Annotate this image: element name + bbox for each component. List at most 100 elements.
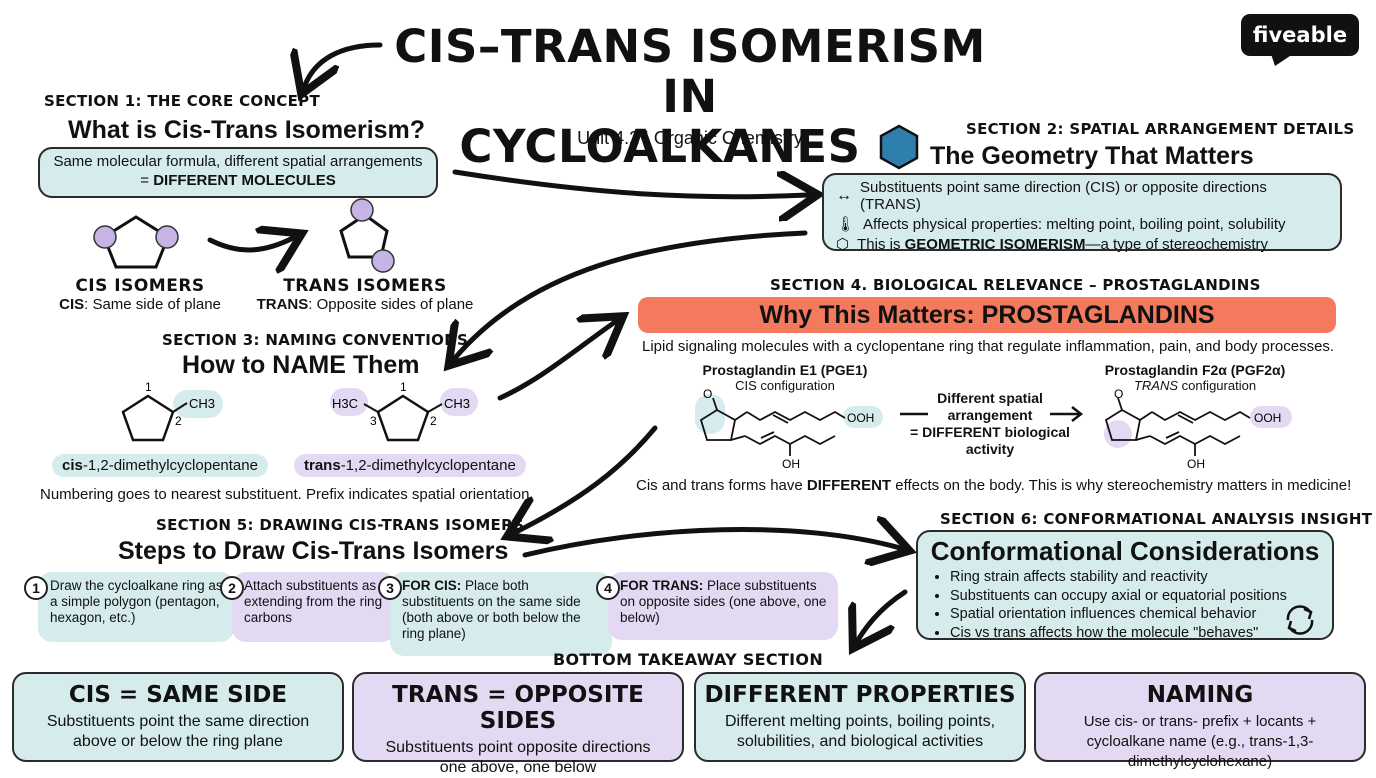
cis-isomers-desc: CIS: Same side of plane bbox=[59, 296, 221, 313]
pge1-header: Prostaglandin E1 (PGE1) CIS configuratio… bbox=[690, 362, 880, 393]
section2-box: ↔Substituents point same direction (CIS)… bbox=[822, 173, 1342, 254]
section2-item-3: ⬡This is GEOMETRIC ISOMERISM—a type of s… bbox=[836, 235, 1269, 254]
main-title-line2: CYCLOALKANES bbox=[380, 122, 1000, 172]
cis-name-pill: cis-1,2-dimethylcyclopentane bbox=[52, 454, 268, 477]
arrow-section1-to-section2 bbox=[452, 172, 808, 197]
step-4-text: FOR TRANS: Place substituents on opposit… bbox=[620, 578, 827, 625]
takeaway-card-text: Different melting points, boiling points… bbox=[724, 713, 996, 750]
step-1: Draw the cycloalkane ring as a simple po… bbox=[38, 572, 234, 642]
trans-dimethyl-structure: H3C CH3 1 2 3 bbox=[330, 380, 478, 442]
step-3-text: FOR CIS: Place both substituents on the … bbox=[402, 578, 581, 641]
main-subtitle: Unit 4.2 | Organic Chemistry bbox=[577, 128, 803, 148]
arrow-title-to-section1 bbox=[305, 42, 383, 85]
pge1-name: Prostaglandin E1 (PGE1) bbox=[702, 362, 868, 378]
logo-tail-icon bbox=[1271, 54, 1293, 66]
section6-bullet: Substituents can occupy axial or equator… bbox=[950, 587, 1320, 606]
pgf-config: TRANS configuration bbox=[1133, 378, 1257, 393]
arrow-section4-to-section5 bbox=[516, 425, 658, 532]
pge1-structure: O OOH OH bbox=[695, 387, 883, 471]
svg-text:OOH: OOH bbox=[847, 411, 874, 425]
section6-bullet: Cis vs trans affects how the molecule "b… bbox=[950, 624, 1320, 643]
pge1-config: CIS configuration bbox=[735, 378, 835, 393]
section3-label: SECTION 3: NAMING CONVENTIONS bbox=[162, 331, 469, 349]
pg-comparison-arrows bbox=[900, 406, 1084, 422]
section2-title: The Geometry That Matters bbox=[930, 142, 1254, 170]
section3-note: Numbering goes to nearest substituent. P… bbox=[40, 486, 534, 503]
cis-dimethyl-structure: CH3 1 2 bbox=[121, 380, 223, 442]
takeaway-card-naming: NAMING Use cis- or trans- prefix + locan… bbox=[1034, 672, 1366, 770]
double-arrow-icon: ↔ bbox=[836, 187, 852, 204]
takeaway-card-text: Substituents point opposite directions o… bbox=[385, 739, 651, 776]
step-1-number: 1 bbox=[24, 576, 48, 600]
section6-box: Conformational Considerations Ring strai… bbox=[916, 530, 1334, 642]
cis-isomers-heading: CIS ISOMERS bbox=[75, 276, 205, 296]
svg-text:CH3: CH3 bbox=[444, 396, 470, 411]
step-2-number: 2 bbox=[220, 576, 244, 600]
takeaway-card-trans: TRANS = OPPOSITE SIDES Substituents poin… bbox=[352, 672, 684, 776]
svg-text:OOH: OOH bbox=[1254, 411, 1281, 425]
pgf-structure: O OOH OH bbox=[1104, 387, 1292, 471]
definition-line1: Same molecular formula, different spatia… bbox=[53, 153, 423, 170]
section4-label: SECTION 4. BIOLOGICAL RELEVANCE – PROSTA… bbox=[770, 276, 1261, 294]
arrow-section5-to-section6 bbox=[522, 530, 900, 555]
main-title: CIS–TRANS ISOMERISM IN CYCLOALKANES bbox=[380, 22, 1000, 172]
svg-text:O: O bbox=[1114, 387, 1123, 401]
fiveable-logo-text: fiveable bbox=[1252, 23, 1348, 47]
step-3-number: 3 bbox=[378, 576, 402, 600]
trans-isomers-heading: TRANS ISOMERS bbox=[283, 276, 447, 296]
thermometer-icon: 🌡 bbox=[836, 216, 856, 233]
arrow-section3-to-section4 bbox=[497, 322, 615, 401]
trans-isomers-block: TRANS ISOMERS TRANS: Opposite sides of p… bbox=[250, 276, 480, 313]
cube-icon: ⬡ bbox=[836, 236, 850, 253]
bottom-label: BOTTOM TAKEAWAY SECTION bbox=[552, 650, 824, 669]
cis-pentagon-diagram bbox=[93, 215, 179, 269]
section5-title: Steps to Draw Cis-Trans Isomers bbox=[118, 537, 509, 565]
svg-text:1: 1 bbox=[400, 380, 407, 394]
takeaway-card-properties: DIFFERENT PROPERTIES Different melting p… bbox=[694, 672, 1026, 762]
section6-title: Conformational Considerations bbox=[930, 536, 1320, 566]
takeaway-card-title: TRANS = OPPOSITE SIDES bbox=[392, 682, 644, 734]
section5-label: SECTION 5: DRAWING CIS-TRANS ISOMERS bbox=[156, 516, 525, 534]
definition-line2: = DIFFERENT MOLECULES bbox=[140, 172, 336, 189]
trans-isomers-desc: TRANS: Opposite sides of plane bbox=[256, 296, 474, 313]
fiveable-logo[interactable]: fiveable bbox=[1241, 14, 1359, 66]
refresh-cycle-icon bbox=[1286, 605, 1314, 635]
svg-text:2: 2 bbox=[175, 414, 182, 428]
step-4-number: 4 bbox=[596, 576, 620, 600]
trans-pentagon-diagram bbox=[339, 198, 395, 273]
svg-text:OH: OH bbox=[1187, 457, 1205, 471]
cis-isomers-block: CIS ISOMERS CIS: Same side of plane bbox=[40, 276, 240, 313]
section6-bullet: Spatial orientation influences chemical … bbox=[950, 605, 1320, 624]
arrow-cis-to-trans bbox=[207, 238, 293, 250]
svg-text:O: O bbox=[703, 387, 712, 401]
section1-definition-box: Same molecular formula, different spatia… bbox=[38, 147, 438, 198]
step-2: Attach substituents as i extending from … bbox=[232, 572, 396, 642]
takeaway-card-text: Use cis- or trans- prefix + locants + cy… bbox=[1083, 713, 1317, 770]
svg-text:H3C: H3C bbox=[332, 396, 358, 411]
section4-footer: Cis and trans forms have DIFFERENT effec… bbox=[636, 477, 1352, 494]
svg-text:3: 3 bbox=[370, 414, 377, 428]
trans-name-pill: trans-1,2-dimethylcyclopentane bbox=[294, 454, 526, 477]
section6-bullet: Ring strain affects stability and reacti… bbox=[950, 568, 1320, 587]
step-4: FOR TRANS: Place substituents on opposit… bbox=[608, 572, 838, 640]
section6-label: SECTION 6: CONFORMATIONAL ANALYSIS INSIG… bbox=[940, 510, 1373, 528]
arrow-section2-to-section3 bbox=[455, 230, 808, 358]
section6-bullets: Ring strain affects stability and reacti… bbox=[930, 568, 1320, 642]
pgf-header: Prostaglandin F2α (PGF2α) TRANS configur… bbox=[1090, 362, 1300, 393]
hexagon-icon bbox=[879, 124, 918, 170]
main-title-line1: CIS–TRANS ISOMERISM IN bbox=[394, 20, 986, 123]
section1-title: What is Cis-Trans Isomerism? bbox=[68, 116, 426, 144]
section2-label: SECTION 2: SPATIAL ARRANGEMENT DETAILS bbox=[966, 120, 1355, 138]
svg-text:CH3: CH3 bbox=[189, 396, 215, 411]
section2-item-2: 🌡Affects physical properties: melting po… bbox=[836, 215, 1286, 234]
step-2-text: Attach substituents as i extending from … bbox=[244, 578, 383, 625]
takeaway-card-title: NAMING bbox=[1146, 682, 1254, 708]
takeaway-card-text: Substituents point the same direction ab… bbox=[46, 713, 310, 750]
pgf-name: Prostaglandin F2α (PGF2α) bbox=[1104, 362, 1286, 378]
takeaway-card-title: CIS = SAME SIDE bbox=[68, 682, 288, 708]
svg-text:OH: OH bbox=[782, 457, 800, 471]
section2-item-1: ↔Substituents point same direction (CIS)… bbox=[836, 179, 1267, 213]
section3-title: How to NAME Them bbox=[182, 351, 420, 379]
takeaway-card-title: DIFFERENT PROPERTIES bbox=[704, 682, 1016, 708]
svg-text:1: 1 bbox=[145, 380, 152, 394]
